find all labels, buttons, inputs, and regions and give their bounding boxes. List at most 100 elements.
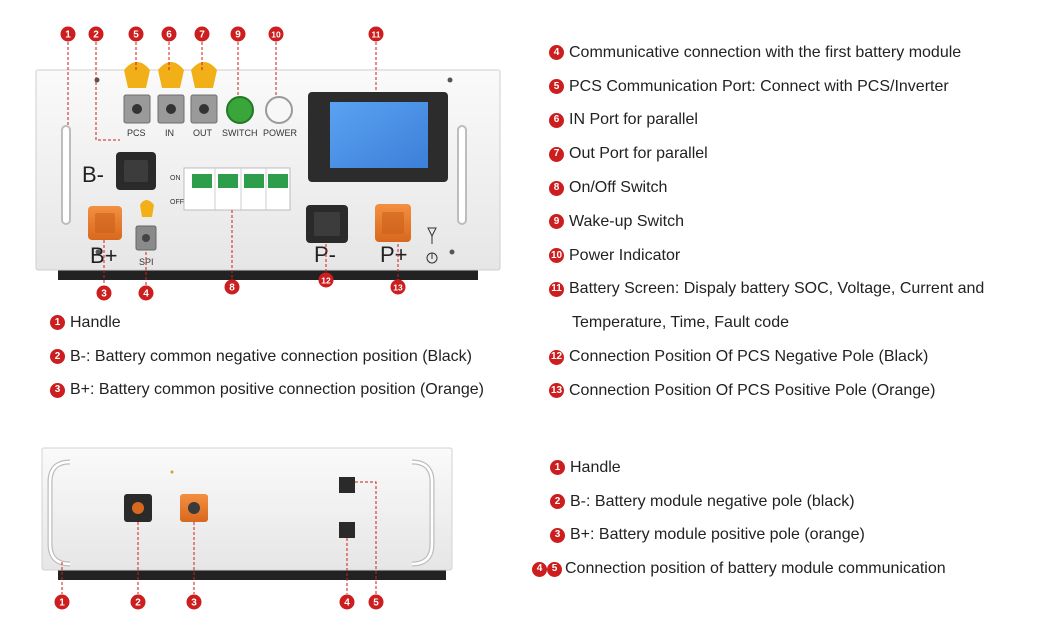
svg-text:13: 13	[393, 283, 403, 293]
svg-text:1: 1	[65, 30, 71, 41]
spi-cap	[140, 200, 154, 217]
callout-8: 8	[224, 279, 240, 295]
p-plus-terminal-face	[382, 212, 404, 234]
svg-text:4: 4	[344, 598, 350, 609]
screw	[449, 249, 455, 255]
svg-text:6: 6	[166, 30, 172, 41]
legend-text: Power Indicator	[569, 246, 681, 264]
callout-6: 6	[161, 26, 177, 42]
callout-2: 2	[88, 26, 104, 42]
legend-number-badge: 4	[532, 561, 547, 577]
svg-text:2: 2	[135, 598, 141, 609]
legend-text: IN Port for parallel	[569, 111, 698, 129]
callout-9: 9	[230, 26, 246, 42]
screw	[94, 77, 100, 83]
rear-callout-1: 1	[54, 594, 70, 610]
pcs-port-label: PCS	[127, 128, 146, 138]
svg-text:7: 7	[199, 30, 205, 41]
screw	[170, 470, 174, 474]
legend-text: Out Port for parallel	[569, 145, 708, 163]
legend-number-badge: 5	[547, 561, 562, 577]
spi-port-hole	[142, 234, 150, 242]
b-minus-terminal-face	[124, 160, 148, 182]
legend-text: Battery Screen: Dispaly battery SOC, Vol…	[569, 280, 985, 298]
legend-number-badge: 8	[549, 180, 564, 196]
legend-number-badge: 3	[550, 527, 565, 543]
in-port-hole	[166, 104, 176, 114]
svg-text:11: 11	[372, 30, 381, 40]
bottom-leader-lines	[61, 481, 377, 594]
legend-number-badge: 5	[549, 79, 564, 95]
svg-text:4: 4	[143, 289, 149, 300]
antenna-icon	[427, 227, 437, 244]
b-minus-label: B-	[82, 162, 104, 187]
breaker-pole-4	[268, 174, 288, 188]
svg-text:5: 5	[133, 30, 139, 41]
callout-11: 11	[368, 26, 384, 42]
legend-text: Handle	[70, 313, 121, 331]
legend-text: Connection position of battery module co…	[565, 560, 946, 578]
svg-text:1: 1	[59, 598, 65, 609]
bottom-battery-rear	[41, 447, 453, 594]
legend-number-badge: 7	[549, 146, 564, 162]
wake-up-switch	[226, 96, 254, 124]
legend-number-badge: 6	[549, 112, 564, 128]
legend-text: PCS Communication Port: Connect with PCS…	[569, 77, 949, 95]
legend-item: 5 PCS Communication Port: Connect with PC…	[549, 70, 984, 104]
svg-text:3: 3	[101, 289, 107, 300]
in-port-label: IN	[165, 128, 174, 138]
legend-number-badge: 1	[550, 460, 565, 476]
rear-callout-3: 3	[186, 594, 202, 610]
on-off-breaker: ON OFF	[170, 167, 291, 211]
bottom-right-handle-inner	[411, 460, 434, 566]
svg-text:9: 9	[235, 30, 241, 41]
rear-callout-5: 5	[368, 594, 384, 610]
battery-screen	[330, 102, 428, 168]
screw	[447, 77, 453, 83]
svg-text:8: 8	[229, 283, 235, 294]
legend-item-continuation: Temperature, Time, Fault code	[549, 306, 984, 340]
legend-text: B+: Battery common positive connection p…	[70, 381, 484, 399]
breaker-off-label: OFF	[170, 199, 184, 206]
legend-item: 7 Out Port for parallel	[549, 137, 984, 171]
legend-text: Communicative connection with the first …	[569, 43, 962, 61]
legend-number-badge: 3	[50, 382, 65, 398]
callout-12: 12	[318, 272, 334, 288]
bottom-callouts: 1 2 3 4 5	[54, 594, 384, 610]
breaker-on-label: ON	[170, 175, 181, 182]
breaker-pole-2	[218, 174, 238, 188]
breaker-pole-1	[192, 174, 212, 188]
top-battery-front: B- B+ SPI PCS IN OUT SWITCH POWER	[35, 42, 501, 285]
svg-text:10: 10	[271, 30, 281, 40]
rear-callout-4: 4	[339, 594, 355, 610]
module-positive-pole-center	[188, 502, 200, 514]
p-minus-label: P-	[314, 242, 336, 267]
callout-10: 10	[268, 26, 284, 42]
top-leader-lines	[67, 42, 399, 285]
svg-text:3: 3	[191, 598, 197, 609]
pcs-port-hole	[132, 104, 142, 114]
module-comm-port-lower	[339, 522, 355, 538]
out-port-hole	[199, 104, 209, 114]
power-button-label: POWER	[263, 128, 298, 138]
legend-item: 3 B+: Battery common positive connection …	[50, 374, 484, 408]
legend-text: B-: Battery module negative pole (black)	[570, 492, 855, 510]
top-right-handle	[457, 125, 467, 225]
legend-text: Connection Position Of PCS Positive Pole…	[569, 381, 936, 399]
legend-number-badge: 10	[549, 248, 564, 264]
p-minus-terminal-face	[314, 212, 340, 236]
